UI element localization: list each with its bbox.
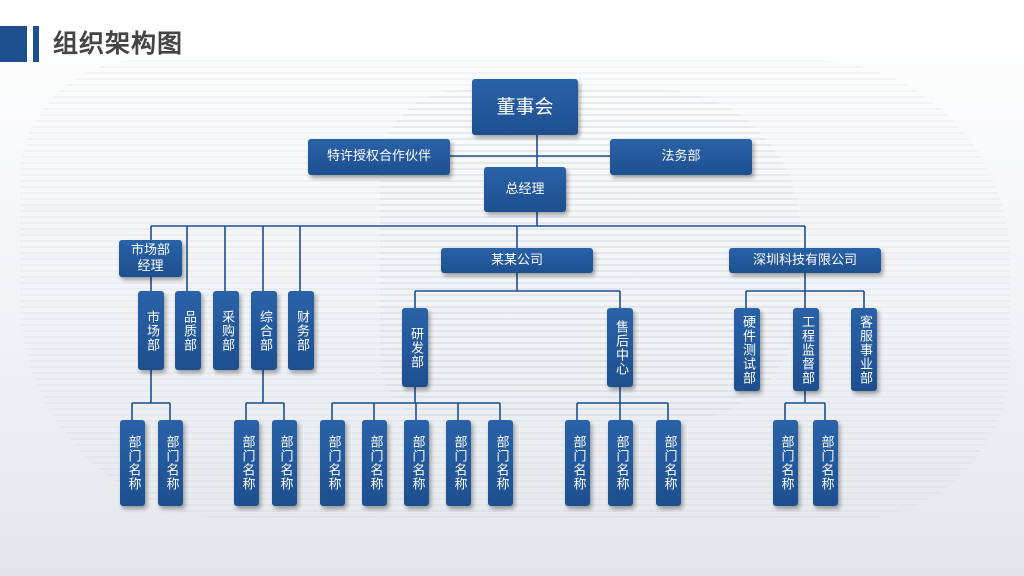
board-node: 董事会 [472,79,578,135]
sub-dept-rnd-2: 部门名称 [362,420,387,506]
sub-dept-rnd-5: 部门名称 [488,420,513,506]
sub-dept-rnd-4: 部门名称 [446,420,471,506]
market-manager-line1: 市场部 [130,242,170,258]
dept-hardware-test: 硬件测试部 [734,308,760,391]
sub-dept-market-1: 部门名称 [120,420,145,506]
company-a-node: 某某公司 [441,248,593,273]
title-accent-bar-thin [33,26,39,62]
sub-dept-market-2: 部门名称 [158,420,183,506]
company-b-node: 深圳科技有限公司 [729,248,881,273]
partner-node: 特许授权合作伙伴 [308,139,450,175]
market-manager-line2: 经理 [137,258,164,274]
dept-finance: 财务部 [288,291,314,370]
dept-market: 市场部 [138,291,164,370]
gm-node: 总经理 [484,167,566,212]
sub-dept-aftersales-1: 部门名称 [565,420,590,506]
sub-dept-engineering-1: 部门名称 [773,420,798,506]
dept-general: 综合部 [251,291,277,370]
dept-customer-service: 客服事业部 [851,308,877,391]
sub-dept-engineering-2: 部门名称 [813,420,838,506]
market-manager-node: 市场部 经理 [119,240,182,277]
page-title: 组织架构图 [53,29,184,58]
dept-engineering: 工程监督部 [793,308,819,391]
dept-quality: 品质部 [175,291,201,370]
world-map-background [20,60,1010,520]
legal-node: 法务部 [610,139,752,175]
title-accent-bar [0,26,27,62]
sub-dept-general-1: 部门名称 [234,420,259,506]
sub-dept-general-2: 部门名称 [272,420,297,506]
sub-dept-aftersales-2: 部门名称 [608,420,633,506]
dept-aftersales: 售后中心 [607,308,633,387]
sub-dept-aftersales-3: 部门名称 [656,420,681,506]
dept-rnd: 研发部 [402,308,428,387]
sub-dept-rnd-1: 部门名称 [320,420,345,506]
dept-purchasing: 采购部 [213,291,239,370]
sub-dept-rnd-3: 部门名称 [404,420,429,506]
